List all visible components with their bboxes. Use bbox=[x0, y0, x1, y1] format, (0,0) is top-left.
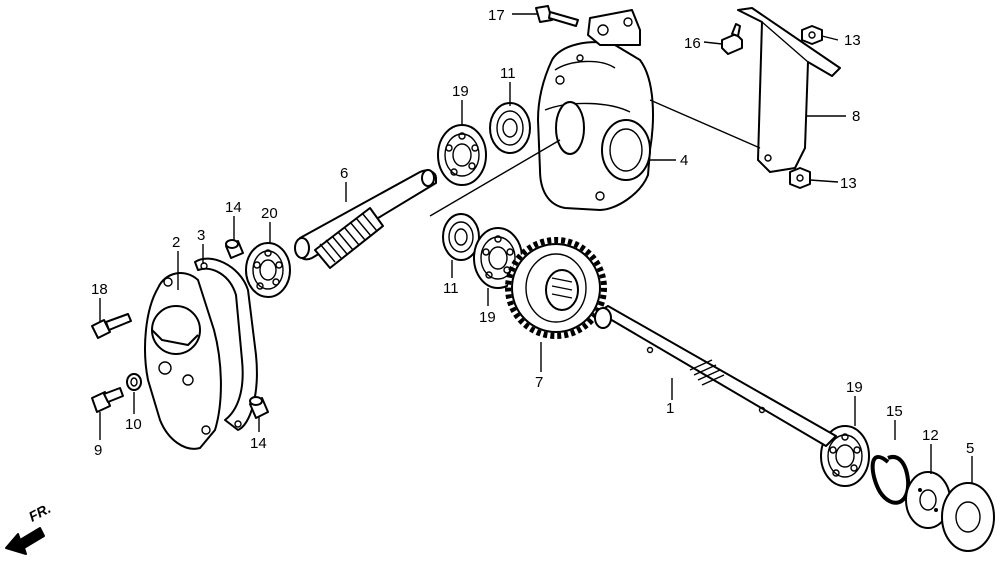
front-arrow-icon bbox=[5, 527, 45, 555]
bracket-plate bbox=[737, 7, 841, 173]
callout-3: 3 bbox=[197, 227, 205, 244]
gear-case-cover bbox=[144, 272, 222, 450]
callout-labels: 1 2 3 4 5 6 7 8 9 10 11 11 12 13 13 14 1… bbox=[91, 7, 974, 459]
callout-1: 1 bbox=[666, 400, 674, 417]
bolt-18 bbox=[91, 313, 132, 339]
bearing-20 bbox=[245, 242, 291, 298]
callout-11-upper: 11 bbox=[500, 65, 516, 82]
callout-9: 9 bbox=[94, 442, 102, 459]
bolt-16 bbox=[721, 23, 743, 55]
callout-14-upper: 14 bbox=[225, 199, 242, 216]
callout-14-lower: 14 bbox=[250, 435, 267, 452]
bearing-19-upper bbox=[437, 124, 487, 186]
sealing-washer-10 bbox=[126, 373, 142, 391]
callout-20: 20 bbox=[261, 205, 278, 222]
bolt-17 bbox=[535, 5, 579, 27]
front-direction-indicator: FR. bbox=[5, 500, 53, 555]
worm-gear bbox=[505, 237, 607, 339]
flange-nut-lower bbox=[789, 167, 811, 189]
callout-19-lower: 19 bbox=[846, 379, 863, 396]
bearing-19-lower bbox=[820, 425, 870, 487]
callout-19-upper: 19 bbox=[452, 83, 469, 100]
bearing-11-upper bbox=[489, 102, 531, 154]
flange-nut-upper bbox=[801, 25, 823, 45]
drain-bolt-9 bbox=[91, 387, 124, 413]
callout-13-upper: 13 bbox=[844, 32, 861, 49]
callout-11-lower: 11 bbox=[443, 280, 459, 297]
callout-5: 5 bbox=[966, 440, 974, 457]
callout-16: 16 bbox=[684, 35, 701, 52]
snap-ring bbox=[870, 454, 911, 505]
main-axle bbox=[594, 305, 837, 447]
leader-lines bbox=[99, 13, 973, 484]
callout-12: 12 bbox=[922, 427, 939, 444]
callout-13-lower: 13 bbox=[840, 175, 857, 192]
dowel-pin-upper bbox=[225, 239, 244, 259]
callout-8: 8 bbox=[852, 108, 860, 125]
callout-17: 17 bbox=[488, 7, 505, 24]
washer-12 bbox=[905, 471, 951, 529]
front-label: FR. bbox=[26, 500, 53, 525]
transmission-housing bbox=[537, 9, 654, 211]
callout-19-middle: 19 bbox=[479, 309, 496, 326]
worm-shaft bbox=[294, 169, 437, 269]
dowel-pin-lower bbox=[249, 396, 269, 419]
callout-4: 4 bbox=[680, 152, 688, 169]
callout-2: 2 bbox=[172, 234, 180, 251]
callout-18: 18 bbox=[91, 281, 108, 298]
callout-15: 15 bbox=[886, 403, 903, 420]
oil-seal-5 bbox=[941, 482, 995, 552]
bearing-11-lower bbox=[442, 213, 480, 261]
callout-10: 10 bbox=[125, 416, 142, 433]
callout-6: 6 bbox=[340, 165, 348, 182]
callout-7: 7 bbox=[535, 374, 543, 391]
gasket bbox=[194, 257, 258, 431]
